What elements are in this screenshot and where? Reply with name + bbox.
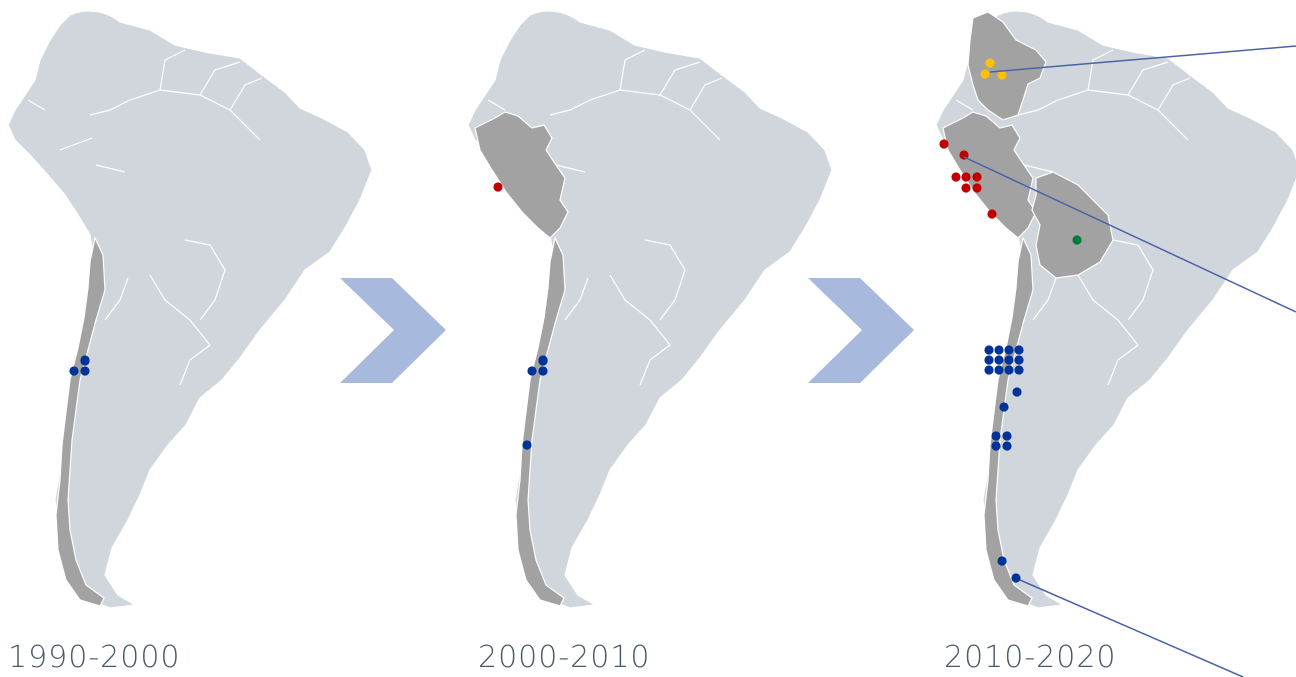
chevron-right-icon [808, 278, 914, 383]
map-panel-2 [467, 10, 833, 609]
marker-chile [1002, 431, 1012, 441]
marker-chile [1002, 441, 1012, 451]
marker-chile [80, 356, 90, 366]
marker-peru [951, 172, 961, 182]
marker-chile [1004, 345, 1014, 355]
map-panel-3 [935, 10, 1296, 609]
leader-line-2 [963, 156, 1296, 313]
marker-chile [1011, 573, 1021, 583]
marker-chile [991, 441, 1001, 451]
marker-chile [984, 365, 994, 375]
marker-chile [1014, 355, 1024, 365]
marker-peru [987, 209, 997, 219]
marker-chile [69, 366, 79, 376]
marker-colombia [997, 70, 1007, 80]
marker-colombia [985, 58, 995, 68]
marker-chile [984, 345, 994, 355]
marker-chile [997, 556, 1007, 566]
marker-bolivia [1072, 235, 1082, 245]
marker-chile [80, 366, 90, 376]
period-label-1: 1990-2000 [8, 640, 181, 675]
marker-peru [939, 139, 949, 149]
leader-line-3 [1019, 579, 1244, 677]
period-label-3: 2010-2020 [944, 640, 1117, 675]
marker-chile [527, 366, 537, 376]
marker-peru [972, 172, 982, 182]
leader-line-1 [989, 45, 1296, 73]
chevron-right-icon [340, 278, 446, 383]
marker-chile [994, 355, 1004, 365]
marker-colombia [980, 69, 990, 79]
marker-peru [493, 182, 503, 192]
marker-chile [994, 365, 1004, 375]
marker-chile [1004, 355, 1014, 365]
marker-peru [972, 183, 982, 193]
marker-chile [999, 402, 1009, 412]
marker-chile [1012, 387, 1022, 397]
period-label-2: 2000-2010 [478, 640, 651, 675]
marker-chile [991, 431, 1001, 441]
marker-chile [1014, 365, 1024, 375]
marker-chile [1004, 365, 1014, 375]
marker-chile [994, 345, 1004, 355]
marker-peru [961, 183, 971, 193]
marker-chile [538, 366, 548, 376]
marker-chile [538, 356, 548, 366]
marker-chile [522, 440, 532, 450]
marker-peru [961, 172, 971, 182]
marker-chile [1014, 345, 1024, 355]
marker-chile [984, 355, 994, 365]
map-panel-1 [7, 10, 373, 609]
